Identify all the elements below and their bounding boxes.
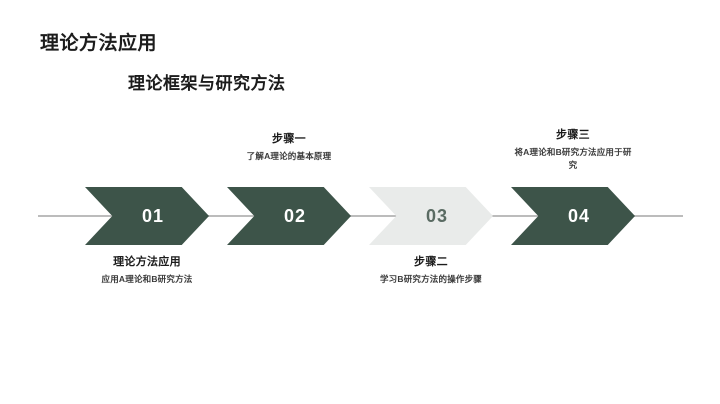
step-number-01: 01 — [141, 205, 165, 226]
step-caption-title-04: 步骤三 — [556, 129, 590, 141]
step-caption-04: 步骤三 将A理论和B研究方法应用于研究 — [478, 128, 668, 172]
timeline-baseline — [38, 215, 683, 217]
step-caption-title-02: 步骤一 — [272, 133, 306, 145]
step-number-03: 03 — [425, 205, 449, 226]
step-number-02: 02 — [283, 205, 307, 226]
step-caption-desc-02: 了解A理论的基本原理 — [246, 151, 332, 161]
page-subtitle: 理论框架与研究方法 — [128, 74, 286, 93]
step-caption-01: 理论方法应用 应用A理论和B研究方法 — [52, 255, 242, 286]
step-caption-desc-04: 将A理论和B研究方法应用于研究 — [514, 147, 632, 170]
page-title: 理论方法应用 — [40, 33, 158, 54]
step-caption-title-03: 步骤二 — [414, 256, 448, 268]
step-caption-title-01: 理论方法应用 — [113, 256, 181, 268]
step-caption-desc-03: 学习B研究方法的操作步骤 — [379, 274, 483, 284]
step-number-04: 04 — [567, 205, 591, 226]
step-caption-desc-01: 应用A理论和B研究方法 — [101, 274, 193, 284]
step-caption-02: 步骤一 了解A理论的基本原理 — [194, 132, 384, 163]
step-caption-03: 步骤二 学习B研究方法的操作步骤 — [336, 255, 526, 286]
